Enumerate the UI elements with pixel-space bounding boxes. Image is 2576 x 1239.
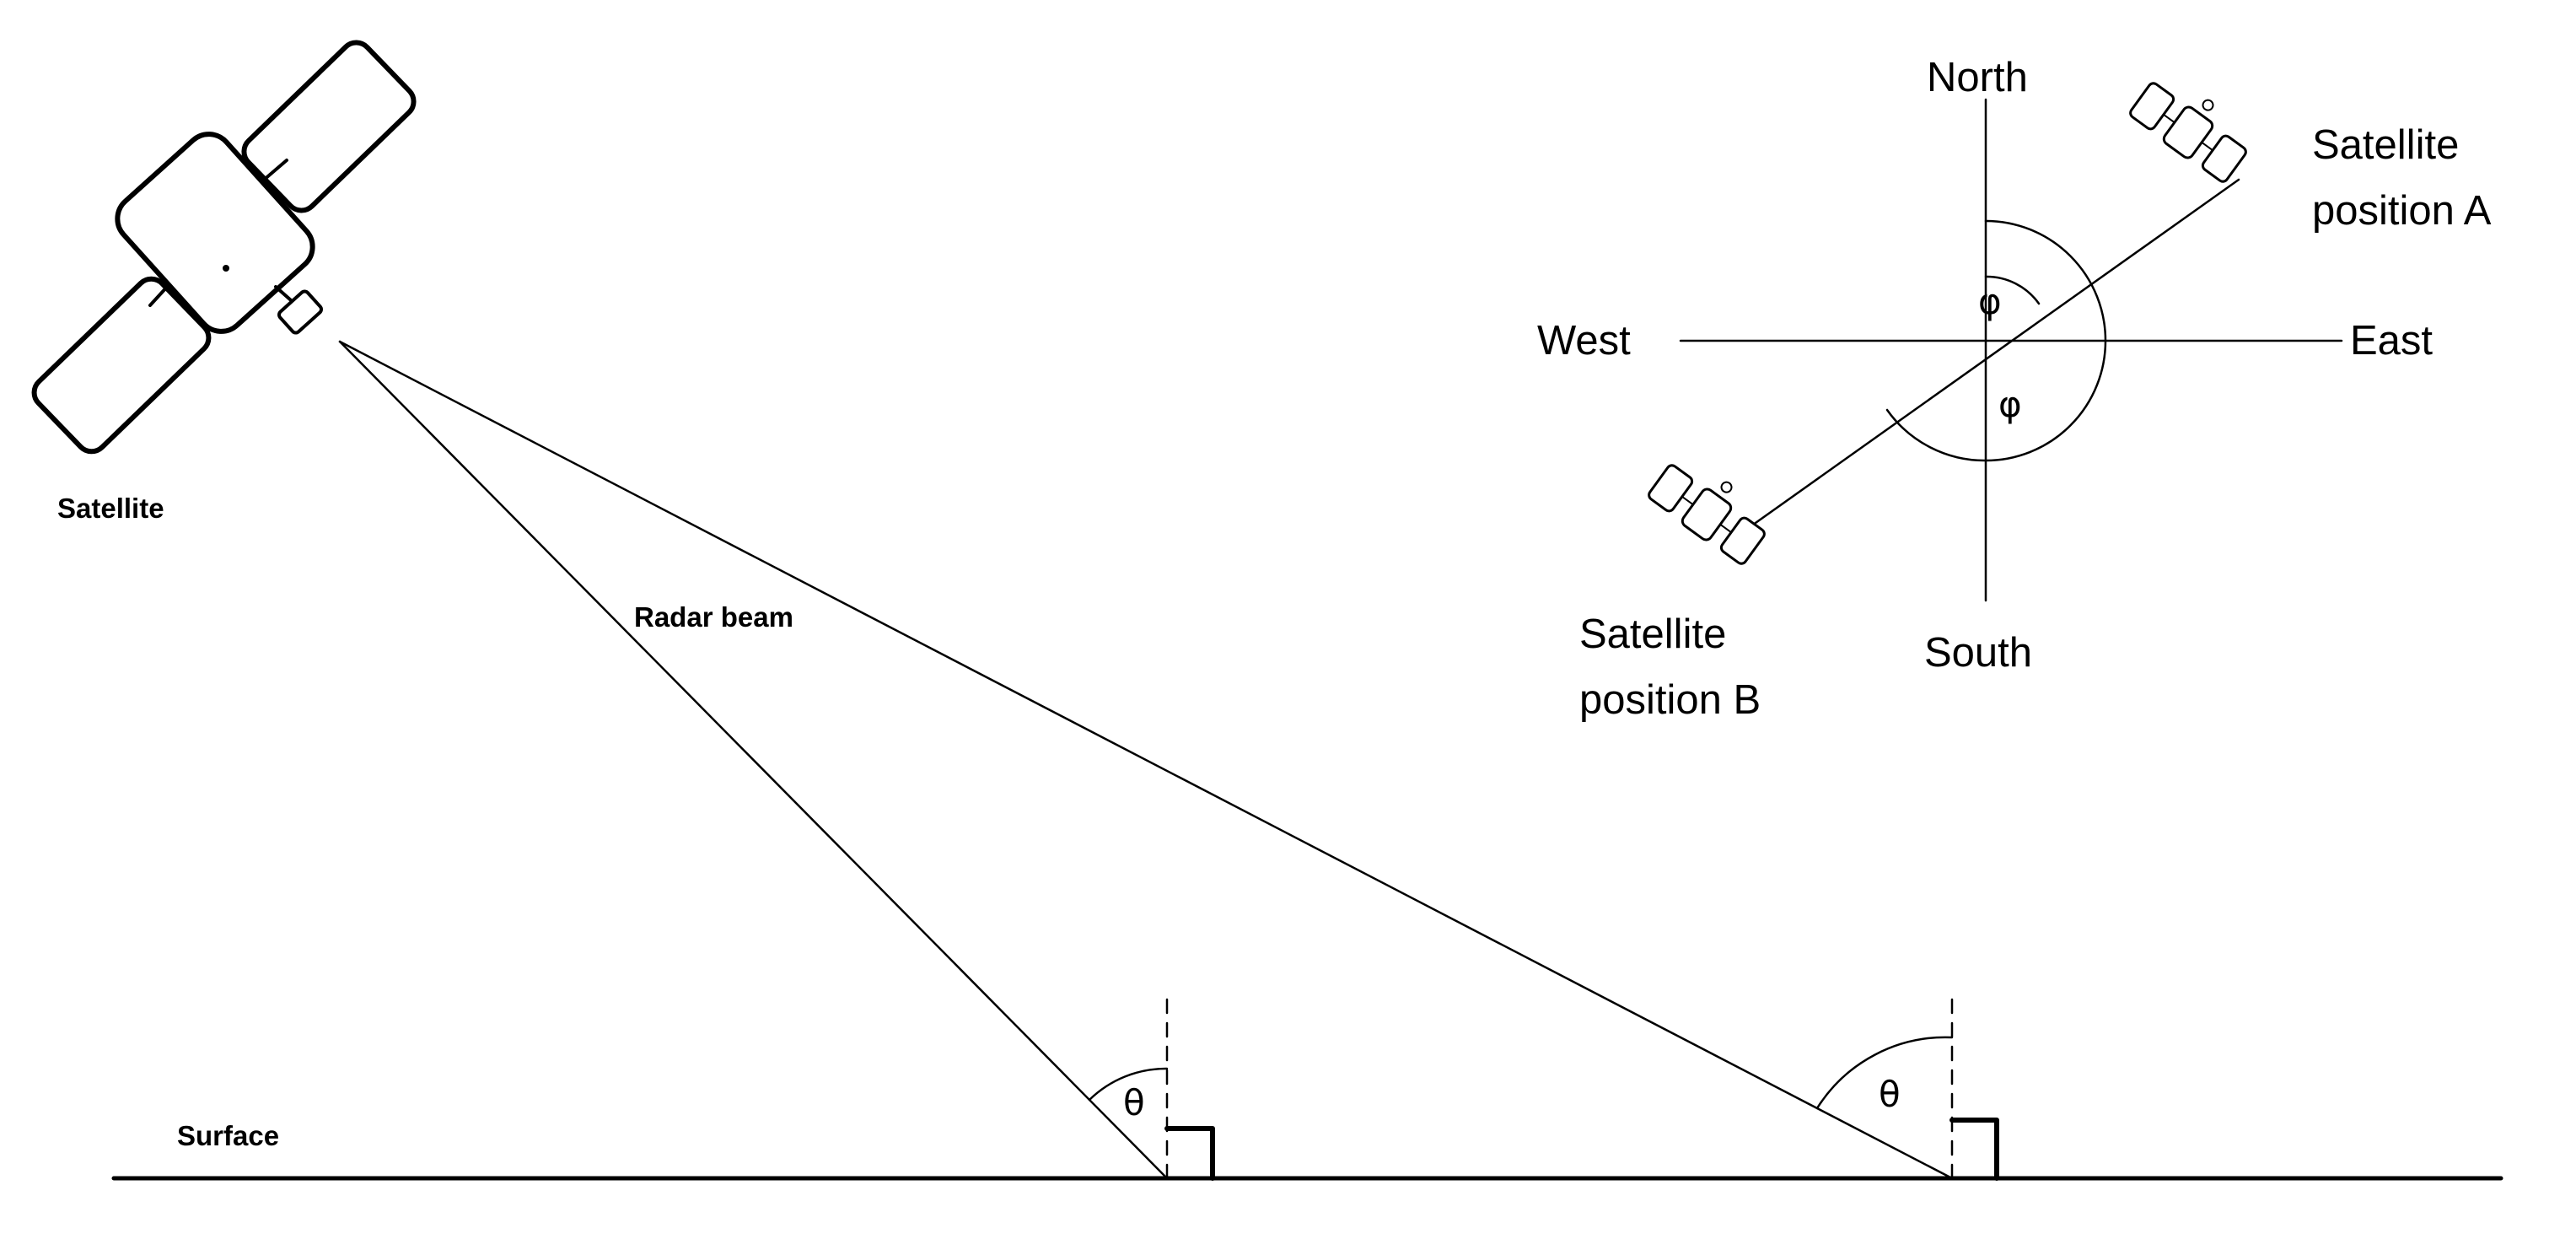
incidence-angle-near-symbol: θ — [1123, 1082, 1145, 1123]
radar-beam-label: Radar beam — [634, 601, 793, 633]
incidence-angle-far-symbol: θ — [1879, 1074, 1901, 1115]
incidence-geometry-near — [1088, 994, 1215, 1181]
incidence-geometry-far — [1815, 994, 1999, 1181]
heading-angle-a-symbol: φ — [1978, 281, 2002, 322]
position-b-label-line1: Satellite — [1579, 611, 1726, 657]
east-label: East — [2350, 318, 2433, 364]
position-a-label-line1: Satellite — [2312, 122, 2459, 168]
heading-angle-b-symbol: φ — [1998, 384, 2022, 425]
compass-rose — [1679, 98, 2343, 602]
satellite-icon — [31, 40, 417, 455]
position-a-label-line2: position A — [2312, 188, 2492, 234]
west-label: West — [1537, 318, 1631, 364]
north-label: North — [1927, 55, 2028, 100]
satellite-position-b-icon — [1648, 464, 1766, 565]
radar-beam — [338, 340, 1954, 1180]
surface-label: Surface — [177, 1120, 279, 1151]
south-label: South — [1924, 630, 2032, 676]
orbit-track — [1734, 178, 2240, 539]
position-b-label-line2: position B — [1579, 677, 1761, 723]
satellite-position-a-icon — [2129, 82, 2247, 183]
heading-angle-arcs — [1885, 219, 2107, 462]
satellite-label: Satellite — [57, 493, 164, 524]
